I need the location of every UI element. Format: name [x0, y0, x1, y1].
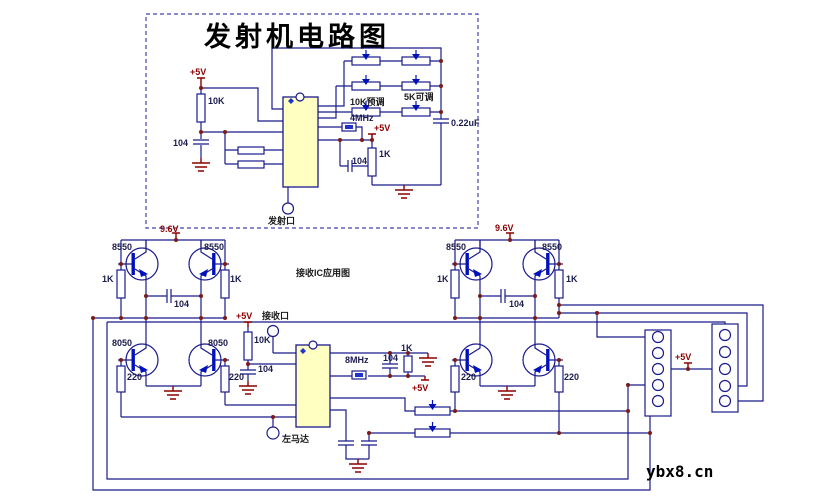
- ground-symbol: [348, 458, 368, 473]
- label-lb-q2: 8550: [204, 242, 224, 252]
- transmitter-power-ticks: [197, 77, 376, 140]
- transmitter-title: 发射机电路图: [203, 21, 390, 53]
- resistor-220: [220, 365, 230, 393]
- label-r-pullup: 10K: [208, 96, 225, 106]
- label-rb-vcc: 9.6V: [495, 223, 514, 233]
- resistor-1k: [220, 269, 230, 299]
- label-pot-adjust: 5K可调: [404, 91, 434, 102]
- ground-symbol: [191, 157, 211, 172]
- resistor-10k-pullup: [196, 93, 206, 123]
- ground-symbol: [163, 385, 183, 400]
- label-osc-r: 1K: [401, 343, 413, 353]
- resistor-10k-front: [243, 331, 253, 361]
- potentiometer: [351, 74, 381, 91]
- label-rb-q1: 8550: [446, 242, 466, 252]
- potentiometer: [414, 421, 451, 438]
- label-rb-r3: 220: [461, 372, 476, 382]
- receiver-ic: [295, 344, 331, 428]
- label-connector-vcc: +5V: [675, 352, 691, 362]
- label-rb-r1: 1K: [437, 274, 449, 284]
- crystal-4mhz: [341, 122, 357, 132]
- watermark: ybx8.cn: [646, 462, 713, 481]
- label-vcc-left: +5V: [190, 67, 206, 77]
- resistor-1k-mid: [367, 147, 377, 177]
- ic-notch: [295, 92, 305, 102]
- resistor-1k-osc: [403, 355, 413, 373]
- label-lb-vcc: 9.6V: [160, 224, 179, 234]
- transmitter-ic: [282, 96, 319, 188]
- label-osc-vcc: +5V: [412, 383, 428, 393]
- ground-symbol: [418, 352, 438, 367]
- label-rb-r2: 1K: [566, 274, 578, 284]
- label-rb-q2: 8550: [542, 242, 562, 252]
- ground-symbol: [238, 380, 258, 395]
- label-front-vcc: +5V: [236, 311, 252, 321]
- resistor-220: [554, 365, 564, 393]
- potentiometer: [401, 100, 431, 117]
- potentiometer: [401, 74, 431, 91]
- receiver-caption: 接收IC应用图: [296, 267, 350, 278]
- label-front-r: 10K: [254, 335, 271, 345]
- ground-symbol: [394, 184, 414, 199]
- potentiometer: [401, 49, 431, 66]
- receiver-section: 接收IC应用图 9.6V 8550 8550 8050 8050 1K 1K 2…: [91, 223, 764, 491]
- ground-symbol: [497, 385, 517, 400]
- label-lb-r1: 1K: [102, 274, 114, 284]
- receiver-power-ticks: [172, 232, 692, 381]
- label-vcc-mid: +5V: [374, 123, 390, 133]
- transmitter-junctions: [199, 59, 443, 142]
- label-osc-c: 104: [383, 353, 398, 363]
- ic-pin1-mark: [288, 98, 294, 104]
- motor-port-circle: [266, 426, 280, 440]
- label-rb-c: 104: [509, 299, 524, 309]
- resistor-1k: [116, 269, 126, 299]
- label-lb-q1: 8550: [112, 242, 132, 252]
- label-receive-port: 接收口: [262, 310, 289, 321]
- label-motor-port: 左马达: [281, 433, 309, 444]
- label-c-mid: 104: [352, 156, 367, 166]
- label-c-out: 0.22uF: [451, 118, 480, 128]
- crystal-8mhz: [351, 370, 367, 380]
- resistor-input-2: [237, 160, 265, 169]
- receiver-junctions: [91, 238, 690, 435]
- label-front-c: 104: [258, 364, 273, 374]
- label-lb-r4: 220: [229, 372, 244, 382]
- resistor-220: [116, 365, 126, 393]
- ic-notch: [308, 340, 318, 350]
- label-pot-preset: 10K预调: [350, 96, 385, 107]
- receive-port-circle: [266, 324, 280, 338]
- label-c-bypass: 104: [173, 138, 188, 148]
- terminal-block-right: [711, 323, 739, 413]
- resistor-input-1: [237, 146, 265, 155]
- terminal-block-left: [644, 329, 672, 417]
- label-lb-c: 104: [174, 299, 189, 309]
- resistor-1k: [450, 269, 460, 299]
- label-lb-r3: 220: [127, 372, 142, 382]
- transmitter-section: 发射机电路图 +5V 10K 104 10K预调 5K可调 4MHz +5V 1…: [145, 13, 480, 229]
- label-lb-q4: 8050: [208, 338, 228, 348]
- label-crystal-4mhz: 4MHz: [350, 113, 374, 123]
- label-lb-q3: 8050: [112, 338, 132, 348]
- label-r-mid: 1K: [379, 149, 391, 159]
- resistor-220: [450, 365, 460, 393]
- label-rb-r4: 220: [564, 372, 579, 382]
- resistor-1k: [554, 269, 564, 299]
- ic-pin1-mark: [300, 348, 306, 354]
- transmit-port-circle: [281, 202, 295, 215]
- potentiometer: [414, 399, 451, 416]
- label-crystal-8mhz: 8MHz: [345, 355, 369, 365]
- label-transmit-port: 发射口: [267, 215, 295, 226]
- transmitter-wires: [193, 47, 449, 203]
- label-lb-r2: 1K: [230, 274, 242, 284]
